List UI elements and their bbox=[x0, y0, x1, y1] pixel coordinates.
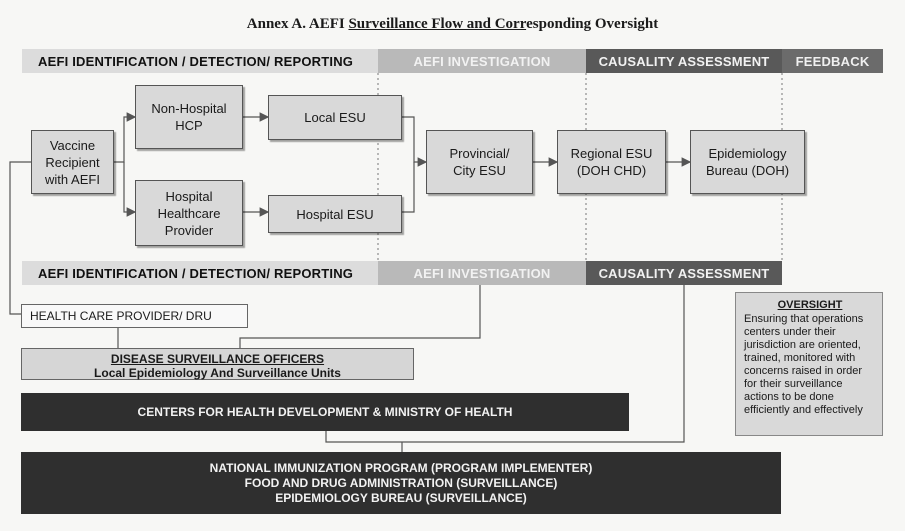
local-esu-box: Local ESU bbox=[268, 95, 402, 140]
band-investigation-top: AEFI INVESTIGATION bbox=[378, 49, 586, 73]
disease-surveillance-officers-box: DISEASE SURVEILLANCE OFFICERS Local Epid… bbox=[21, 348, 414, 380]
provincial-esu-box: Provincial/ City ESU bbox=[426, 130, 533, 194]
band-reporting-top: AEFI IDENTIFICATION / DETECTION/ REPORTI… bbox=[22, 49, 378, 73]
band-causality-bottom: CAUSALITY ASSESSMENT bbox=[586, 261, 782, 285]
diagram-title: Annex A. AEFI Surveillance Flow and Corr… bbox=[246, 16, 659, 32]
national-line-fda: FOOD AND DRUG ADMINISTRATION (SURVEILLAN… bbox=[244, 475, 558, 490]
national-line-eb: EPIDEMIOLOGY BUREAU (SURVEILLANCE) bbox=[275, 490, 527, 505]
band-feedback-top: FEEDBACK bbox=[782, 49, 883, 73]
hospital-provider-box: Hospital Healthcare Provider bbox=[135, 180, 243, 246]
chd-moh-box: CENTERS FOR HEALTH DEVELOPMENT & MINISTR… bbox=[21, 393, 629, 431]
national-agencies-box: NATIONAL IMMUNIZATION PROGRAM (PROGRAM I… bbox=[21, 452, 781, 514]
non-hospital-hcp-box: Non-Hospital HCP bbox=[135, 85, 243, 149]
epidemiology-bureau-box: Epidemiology Bureau (DOH) bbox=[690, 130, 805, 194]
oversight-note: OVERSIGHT Ensuring that operations cente… bbox=[735, 292, 883, 436]
band-investigation-bottom: AEFI INVESTIGATION bbox=[378, 261, 586, 285]
band-causality-top: CAUSALITY ASSESSMENT bbox=[586, 49, 782, 73]
hospital-esu-box: Hospital ESU bbox=[268, 195, 402, 233]
band-reporting-bottom: AEFI IDENTIFICATION / DETECTION/ REPORTI… bbox=[22, 261, 378, 285]
health-care-provider-box: HEALTH CARE PROVIDER/ DRU bbox=[21, 304, 248, 328]
regional-esu-box: Regional ESU (DOH CHD) bbox=[557, 130, 666, 194]
vaccine-recipient-box: Vaccine Recipient with AEFI bbox=[31, 130, 114, 194]
oversight-text: Ensuring that operations centers under t… bbox=[744, 313, 864, 416]
national-line-nip: NATIONAL IMMUNIZATION PROGRAM (PROGRAM I… bbox=[209, 460, 593, 475]
oversight-heading: OVERSIGHT bbox=[777, 299, 843, 311]
